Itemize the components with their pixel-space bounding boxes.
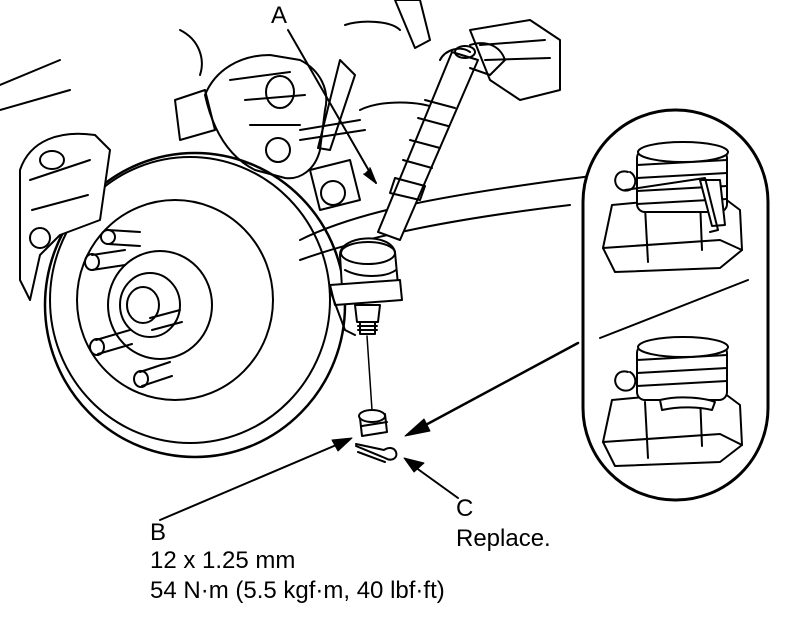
callout-c-label: C <box>456 495 474 522</box>
callout-b-torque: 54 N·m (5.5 kgf·m, 40 lbf·ft) <box>150 577 445 604</box>
detail-inset <box>581 108 770 502</box>
nut-detail-bent <box>602 336 743 467</box>
cotter-pin <box>355 443 398 463</box>
callout-b-size: 12 x 1.25 mm <box>150 547 296 574</box>
wheel-studs <box>84 229 183 388</box>
leader-lines <box>159 29 580 521</box>
castle-nut <box>358 409 388 437</box>
callout-b-label: B <box>150 519 167 546</box>
tie-rod-end <box>329 237 403 336</box>
callout-c-note: Replace. <box>456 525 551 552</box>
nut-detail-correct <box>602 141 743 273</box>
tie-rod <box>377 42 506 241</box>
callout-a-label: A <box>271 2 288 29</box>
guide-line <box>366 335 373 411</box>
brake-disc <box>19 132 347 459</box>
